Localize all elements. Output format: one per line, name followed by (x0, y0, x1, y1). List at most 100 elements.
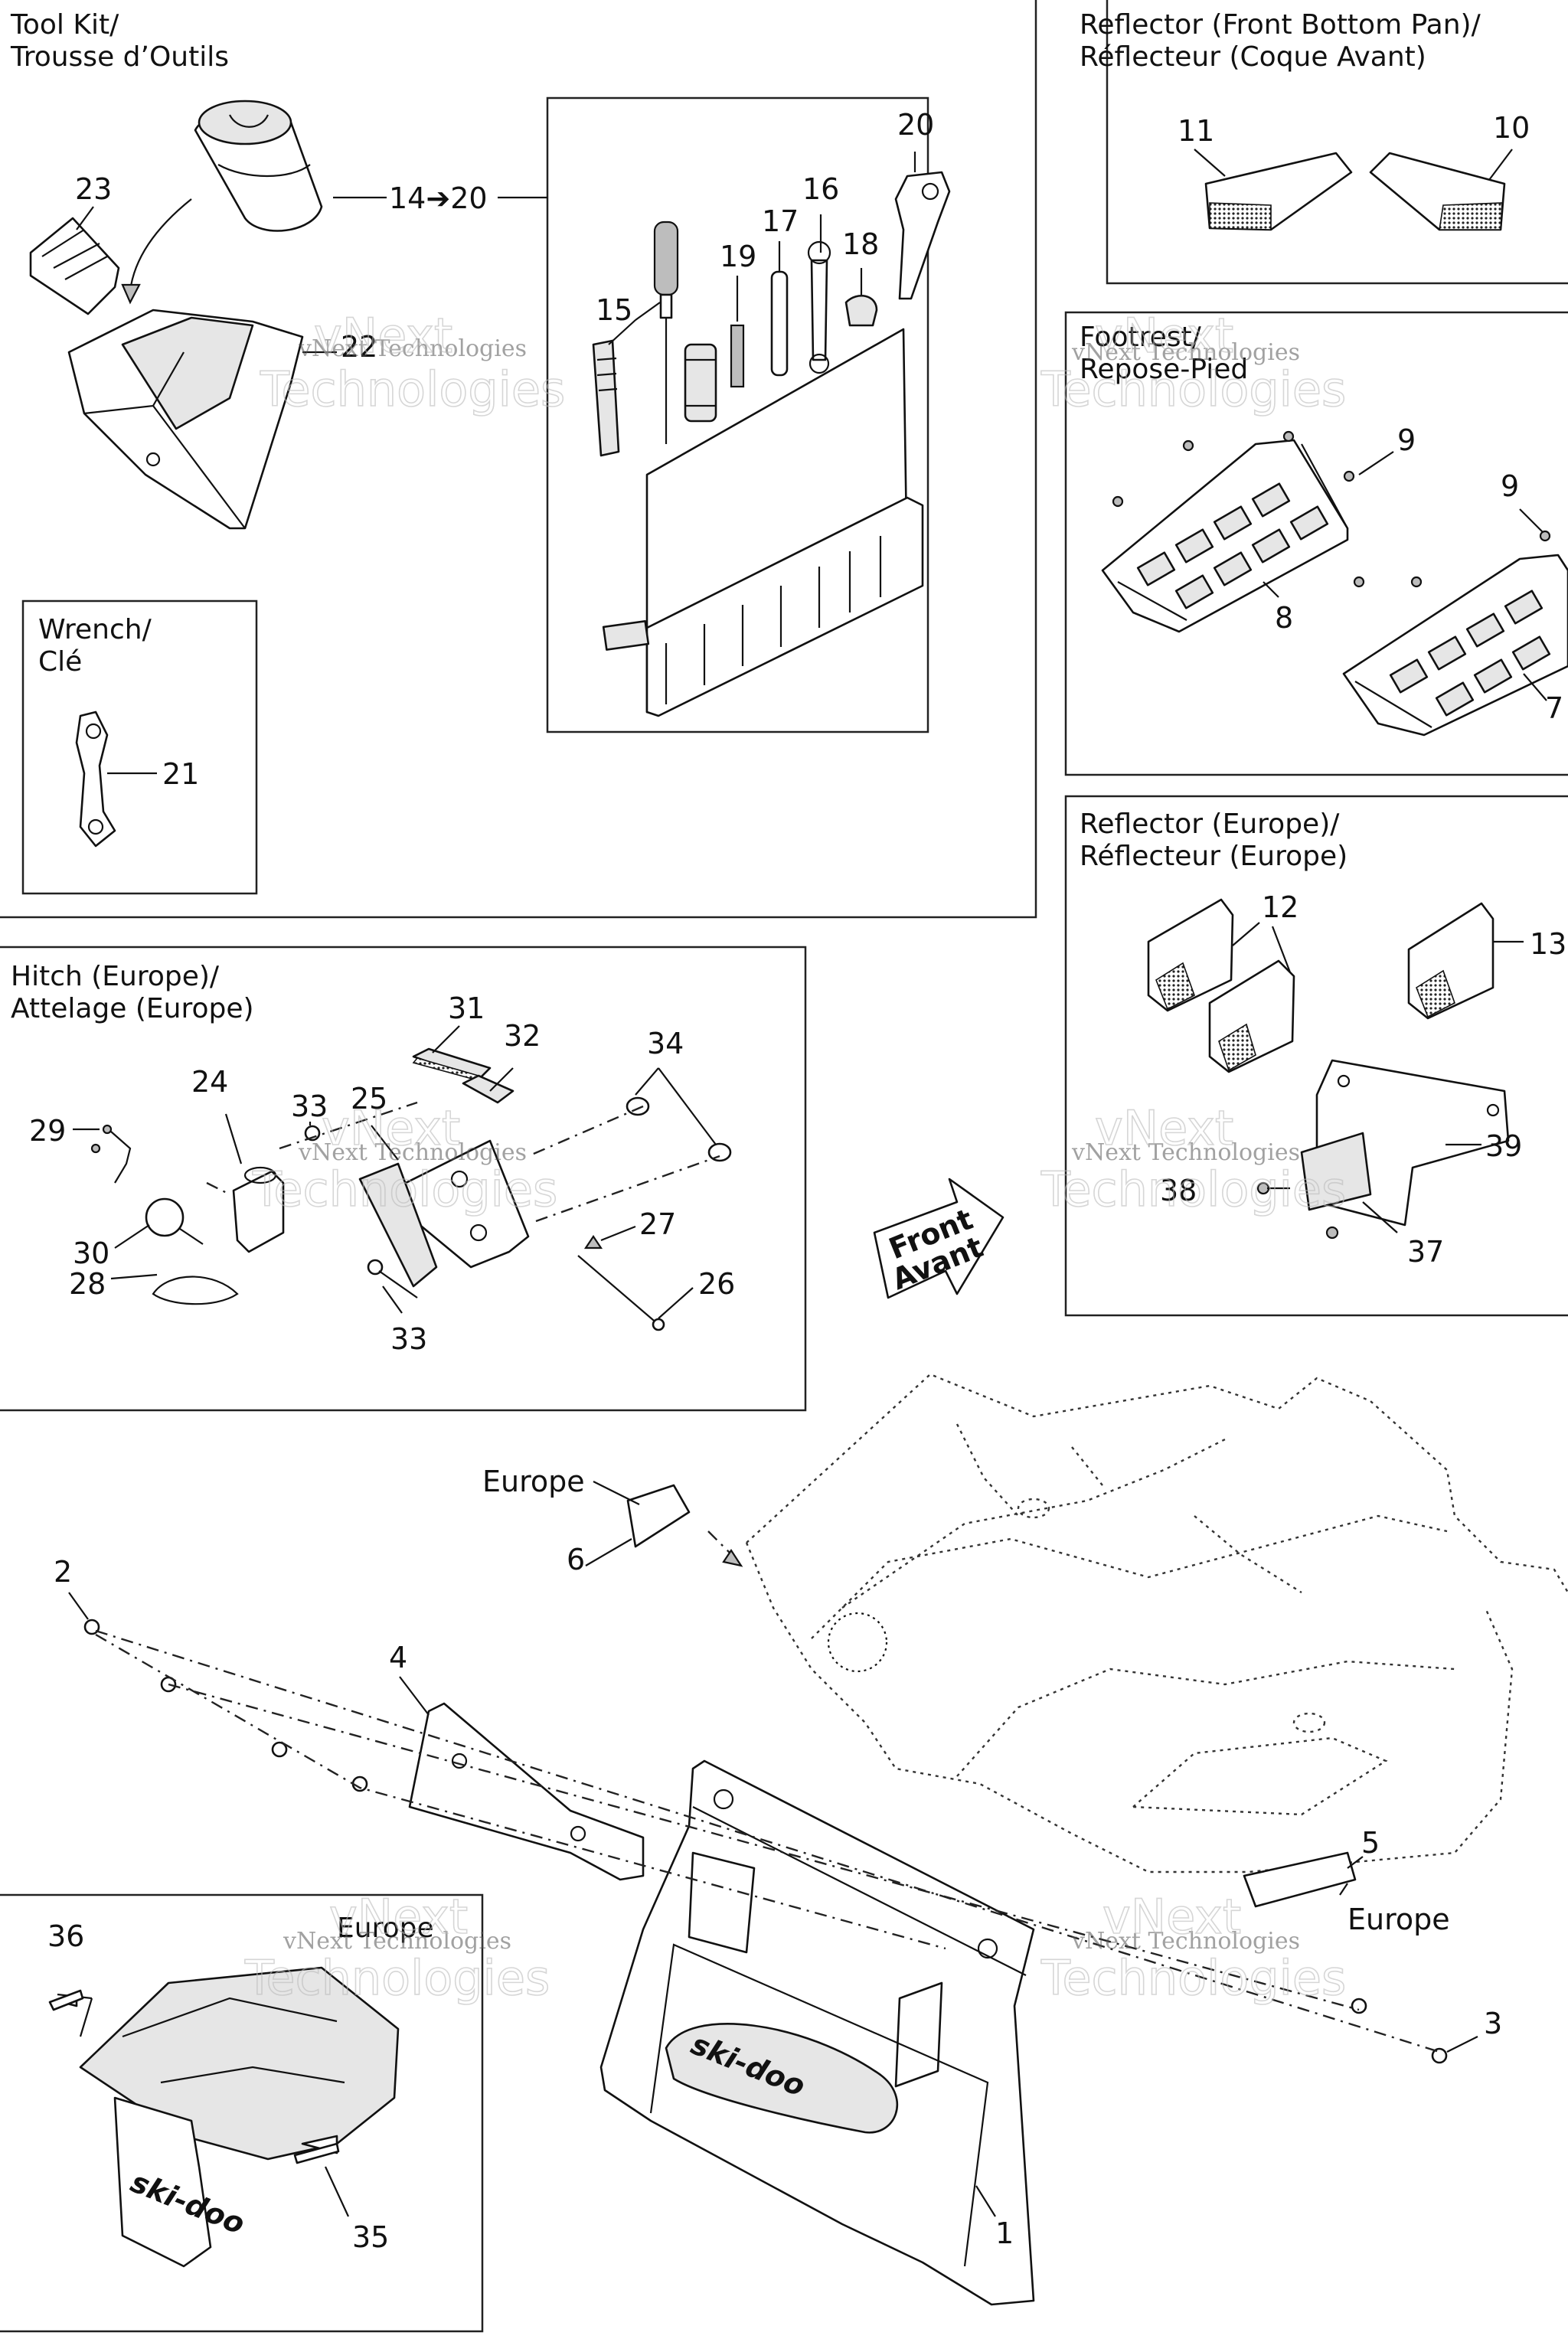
svg-text:vNext: vNext (1095, 1100, 1233, 1156)
reflector-europe-title: Reflector (Europe)/ Réflecteur (Europe) (1080, 808, 1348, 872)
svg-text:9: 9 (1501, 469, 1519, 503)
svg-text:4: 4 (389, 1641, 407, 1674)
svg-text:vNext Technologies: vNext Technologies (1071, 339, 1300, 366)
svg-text:31: 31 (448, 991, 485, 1025)
svg-text:7: 7 (1545, 691, 1563, 725)
leader-europe-6 (593, 1481, 640, 1505)
leader-26 (658, 1287, 694, 1319)
footrest-screws (1112, 430, 1551, 588)
strap (29, 217, 120, 315)
svg-text:8: 8 (1275, 601, 1293, 635)
svg-text:5: 5 (1361, 1826, 1380, 1860)
leader-5 (1347, 1856, 1364, 1869)
footrest-title: Footrest/ Repose-Pied (1080, 322, 1248, 385)
cap-30 (145, 1197, 204, 1245)
svg-text:19: 19 (720, 240, 756, 273)
reflector-front-title: Reflector (Front Bottom Pan)/ Réflecteur… (1080, 9, 1489, 73)
pin-26 (577, 1255, 665, 1331)
tool-roll-frame (546, 96, 929, 733)
europe-inset-title: Europe (337, 1913, 434, 1944)
screwdriver (653, 220, 679, 444)
svg-text:vNext: vNext (322, 1100, 460, 1156)
insert-arrowhead (121, 283, 141, 305)
europe-label-5: Europe (1348, 1903, 1450, 1936)
svg-text:18: 18 (842, 227, 879, 261)
tool-kit-frame (0, 0, 1037, 919)
watermarks: vNext Technologies vNext Technologies vN… (243, 307, 1347, 2007)
tool-kit-title: Tool Kit/ Trousse d’Outils (10, 9, 229, 73)
svg-text:38: 38 (1160, 1174, 1197, 1207)
tool-roll (194, 100, 323, 232)
chassis-outline (745, 1373, 1568, 1873)
svg-text:13: 13 (1530, 927, 1566, 961)
svg-text:vNext Technologies: vNext Technologies (298, 335, 527, 362)
clip-27 (583, 1235, 603, 1250)
clip (844, 295, 878, 327)
svg-text:37: 37 (1407, 1235, 1444, 1269)
svg-text:vNext Technologies: vNext Technologies (1071, 1139, 1300, 1166)
leader-33b (382, 1285, 403, 1314)
svg-text:23: 23 (75, 172, 112, 206)
leader-4 (399, 1676, 430, 1716)
fastener-axis-upper (95, 1629, 1440, 2053)
svg-text:24: 24 (191, 1065, 228, 1099)
wrench-21 (75, 710, 116, 848)
footrest-7 (1342, 554, 1568, 737)
svg-text:33: 33 (291, 1089, 328, 1123)
svg-text:11: 11 (1178, 114, 1214, 148)
leader-34 (635, 1067, 717, 1145)
svg-text:vNext: vNext (329, 1889, 468, 1945)
svg-text:33: 33 (390, 1322, 427, 1356)
bit-holder (592, 339, 620, 457)
reflector-13 (1407, 902, 1494, 1020)
svg-text:21: 21 (162, 757, 199, 791)
leader-37 (1362, 1201, 1398, 1233)
svg-text:6: 6 (567, 1543, 585, 1576)
svg-text:9: 9 (1397, 423, 1416, 457)
reflector-11 (1204, 152, 1353, 231)
fastener-axis-lower (95, 1633, 1360, 2011)
hitch-axis (206, 1101, 720, 1223)
tool-pocket (602, 328, 924, 717)
europe-assembly: ski-doo (60, 1966, 400, 2268)
svg-text:14➔20: 14➔20 (389, 181, 488, 215)
svg-text:Technologies: Technologies (1040, 1950, 1346, 2006)
clip-pin-28 (152, 1276, 239, 1305)
svg-text:vNext Technologies: vNext Technologies (283, 1928, 511, 1955)
mud-guard-4 (408, 1702, 645, 1881)
leader-9a (1358, 451, 1394, 475)
svg-text:vNext Technologies: vNext Technologies (1071, 1928, 1300, 1955)
svg-text:20: 20 (897, 108, 934, 142)
socket (684, 343, 717, 423)
svg-text:17: 17 (762, 204, 799, 238)
reflector-12b (1208, 959, 1295, 1073)
wrench-title: Wrench/ Clé (38, 614, 160, 678)
reflector-europe-frame (1064, 795, 1568, 1317)
svg-text:28: 28 (69, 1267, 106, 1301)
open-wrench (807, 240, 831, 374)
svg-text:10: 10 (1493, 111, 1530, 145)
feeler-bar (770, 270, 789, 377)
plate-bracket-39 (1256, 1059, 1510, 1240)
hitch-plate-32 (462, 1074, 514, 1104)
hitch-title: Hitch (Europe)/ Attelage (Europe) (11, 961, 254, 1024)
europe-label-6: Europe (482, 1465, 585, 1498)
svg-text:34: 34 (647, 1027, 684, 1060)
leader-8 (1263, 581, 1279, 598)
svg-text:12: 12 (1262, 890, 1298, 924)
reflector-5 (1243, 1851, 1357, 1908)
svg-text:vNext Technologies: vNext Technologies (298, 1139, 527, 1166)
leader-31 (432, 1025, 460, 1054)
svg-text:16: 16 (802, 172, 839, 206)
leader-15 (608, 302, 661, 345)
svg-text:Technologies: Technologies (1040, 361, 1346, 417)
svg-text:36: 36 (47, 1919, 84, 1953)
svg-text:26: 26 (698, 1267, 735, 1301)
svg-text:22: 22 (341, 330, 377, 364)
fasteners (83, 1619, 1448, 2064)
chain-29 (90, 1124, 132, 1184)
bolt-33b (367, 1259, 418, 1298)
reflector-10 (1369, 152, 1506, 231)
callout-numbers: 14➔20 1 2 3 4 5 6 7 8 9 9 10 11 12 13 15… (29, 108, 1566, 2254)
